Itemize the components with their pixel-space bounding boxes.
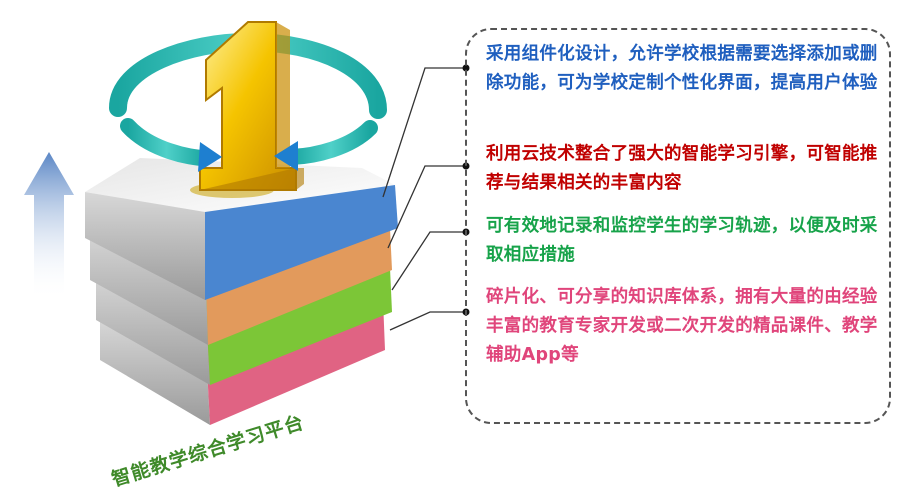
number-one-badge: 1 — [190, 21, 304, 198]
connector-3 — [391, 231, 466, 291]
feature-text-1: 采用组件化设计，允许学校根据需要选择添加或删除功能，可为学校定制个性化界面，提高… — [486, 44, 878, 93]
layer-stack — [85, 158, 398, 425]
rotation-arrows-icon — [120, 118, 378, 172]
connector-lines — [382, 67, 466, 331]
up-arrow-icon — [24, 152, 74, 300]
connector-2 — [387, 165, 466, 249]
feature-text-2: 利用云技术整合了强大的智能学习引擎，可智能推荐与结果相关的丰富内容 — [486, 144, 878, 193]
feature-panel — [465, 28, 891, 424]
connector-4 — [389, 311, 466, 331]
layer-1-band — [205, 185, 398, 300]
feature-text-3: 可有效地记录和监控学生的学习轨迹，以便及时采取相应措施 — [486, 216, 878, 265]
feature-text-4: 碎片化、可分享的知识库体系，拥有大量的由经验丰富的教育专家开发或二次开发的精品课… — [486, 287, 878, 365]
connector-1 — [382, 67, 466, 198]
